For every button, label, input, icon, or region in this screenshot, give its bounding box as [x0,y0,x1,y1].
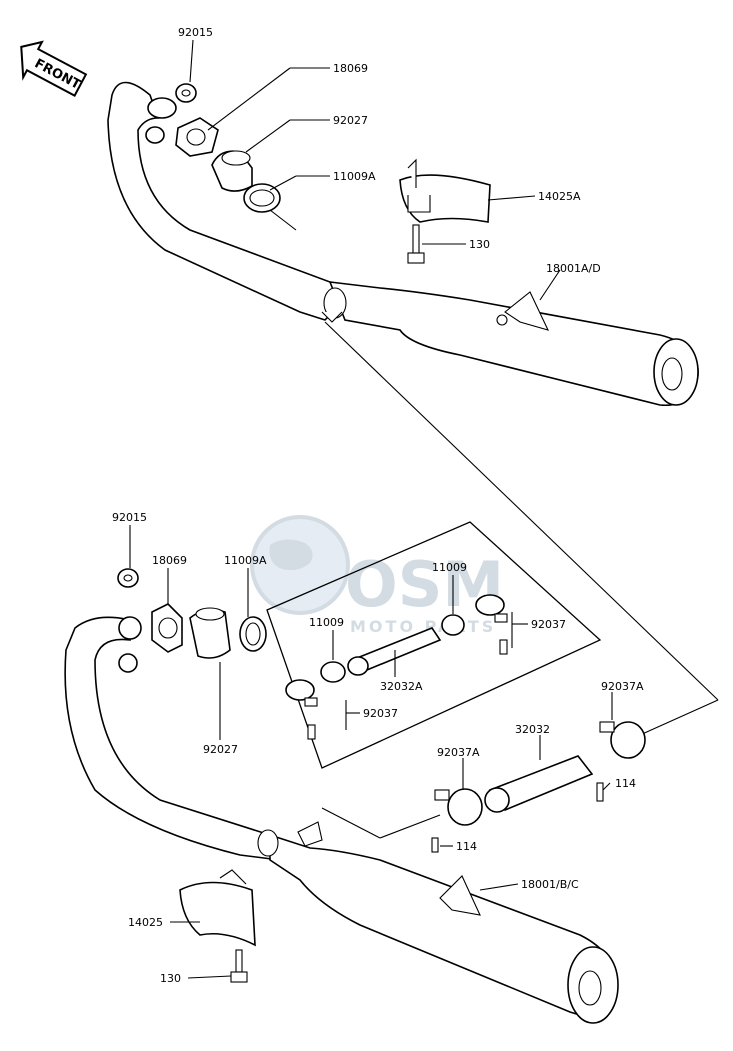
label-11009A-top: 11009A [333,170,376,183]
label-32032A: 32032A [380,680,423,693]
label-11009A-bottom: 11009A [224,554,267,567]
label-130-top: 130 [469,238,490,251]
label-18069-bottom: 18069 [152,554,187,567]
bottom-leader-lines [129,525,613,979]
label-14025: 14025 [128,916,163,929]
front-arrow-icon [20,40,88,97]
connector-lines [321,321,719,839]
label-114-left: 114 [456,840,477,853]
label-92037A-left: 92037A [437,746,480,759]
inset-parts [285,594,508,740]
label-92027-top: 92027 [333,114,368,127]
label-11009-upper: 11009 [432,561,467,574]
label-92037-upper: 92037 [531,618,566,631]
top-small-parts [145,83,491,264]
label-92037A-right: 92037A [601,680,644,693]
label-92037-lower: 92037 [363,707,398,720]
label-18001BC: 18001/B/C [521,878,579,891]
inset-box [266,521,602,769]
label-130-bottom: 130 [160,972,181,985]
outside-clamps [431,721,646,853]
label-11009-lower: 11009 [309,616,344,629]
front-arrow: FRONT [20,40,88,97]
label-32032: 32032 [515,723,550,736]
watermark: OSM MOTO PARTS [250,515,504,636]
label-92015-bottom: 92015 [112,511,147,524]
label-18069-top: 18069 [333,62,368,75]
label-18001AD: 18001A/D [546,262,601,275]
part-labels: 92015 18069 92027 11009A 14025A 130 1800… [112,26,644,985]
bottom-exhaust-pipe [64,616,619,1024]
label-92027-bottom: 92027 [203,743,238,756]
label-114-right: 114 [615,777,636,790]
top-leader-lines [189,39,561,301]
label-14025A: 14025A [538,190,581,203]
top-exhaust-pipe [107,81,699,406]
label-92015-top: 92015 [178,26,213,39]
